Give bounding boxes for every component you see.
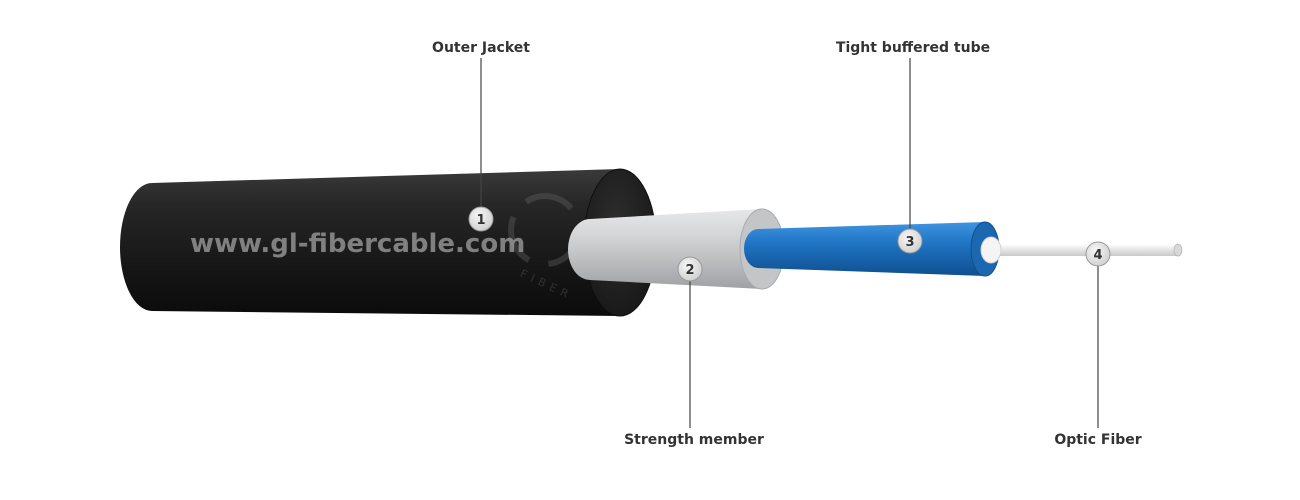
badge-1-number: 1	[476, 213, 485, 228]
badge-4: 4	[1085, 241, 1111, 267]
badge-2-number: 2	[685, 263, 694, 278]
badge-1: 1	[468, 206, 494, 232]
badge-3-number: 3	[905, 235, 914, 250]
watermark-text: www.gl-fibercable.com	[190, 229, 525, 259]
outer-jacket-label: Outer Jacket	[432, 40, 530, 56]
badge-3: 3	[897, 228, 923, 254]
tight-buffered-tube-label: Tight buffered tube	[835, 40, 991, 56]
strength-member-label: Strength member	[624, 432, 764, 448]
tight-buffered-tube	[744, 221, 1000, 277]
optic-fiber	[980, 236, 1183, 264]
badge-4-number: 4	[1093, 248, 1102, 263]
optic-fiber-label: Optic Fiber	[1054, 432, 1142, 448]
badge-2: 2	[677, 256, 703, 282]
